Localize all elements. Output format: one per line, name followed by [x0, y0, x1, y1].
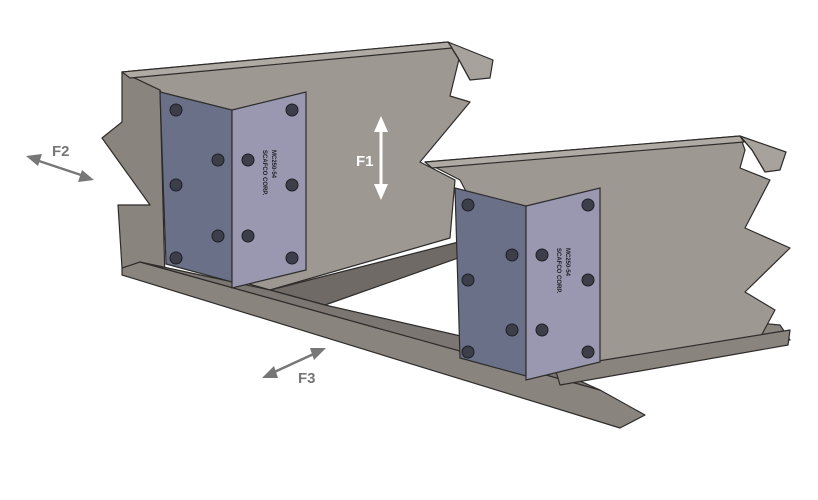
force-f2: F2 [26, 143, 94, 182]
f3-label: F3 [298, 370, 316, 387]
f2-arrow-head-right [78, 170, 94, 182]
left-stud-web [101, 71, 166, 281]
clip-two-screws [461, 198, 595, 359]
f3-arrow-shaft [269, 350, 319, 376]
f1-arrow-head-down [374, 184, 388, 200]
f1-label: F1 [356, 153, 374, 170]
f1-arrow-head-up [374, 116, 388, 132]
clip-two: MC250-54 SCAFCO CORP. [454, 187, 601, 381]
clip-one-screws [169, 103, 299, 265]
f2-label: F2 [52, 143, 70, 160]
force-f3: F3 [262, 348, 326, 387]
clip-one-stamp-line2: SCAFCO CORP. [261, 150, 267, 196]
second-stud-top-flange [739, 135, 787, 173]
second-stud-top-lip [424, 135, 745, 169]
f3-arrow-head-right [310, 348, 326, 360]
clip-two-stamp-line1: MC250-54 [564, 248, 570, 277]
clip-one-stamp-line1: MC250-54 [270, 150, 276, 179]
f2-arrow-head-left [26, 154, 42, 166]
clip-one: MC250-54 SCAFCO CORP. [159, 91, 307, 289]
f3-arrow-head-left [262, 366, 278, 378]
front-track-lip [554, 329, 791, 386]
force-f1: F1 [356, 116, 388, 200]
first-stud-top-lip [121, 41, 453, 79]
clip-two-stamp-line2: SCAFCO CORP. [555, 248, 561, 294]
f2-arrow-shaft [35, 158, 85, 178]
